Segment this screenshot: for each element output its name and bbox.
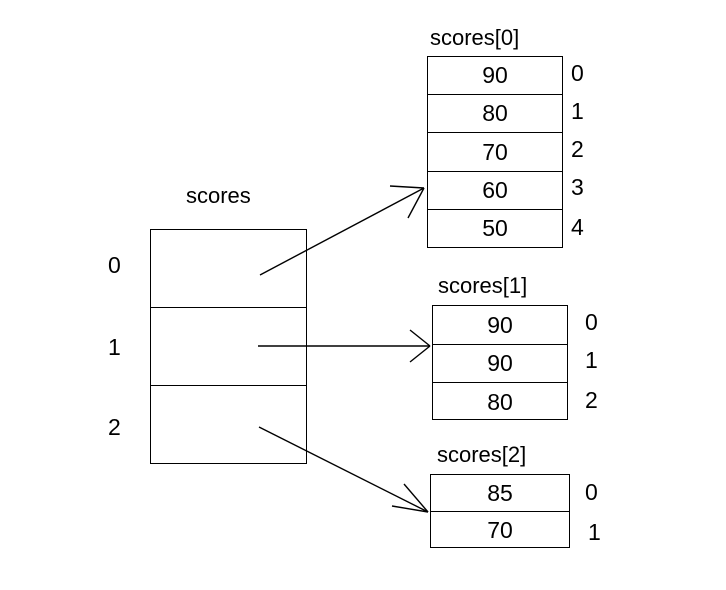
sub-array-0-index-3: 3 [571,174,584,200]
sub-array-0-cell-0[interactable]: 90 [428,57,562,95]
main-array-cell-2[interactable] [151,386,306,463]
sub-array-1-label: scores[1] [438,273,528,298]
main-array-index-1: 1 [108,334,121,360]
main-array-box [150,229,307,464]
sub-array-1-index-1: 1 [585,347,598,373]
sub-array-0-cell-2[interactable]: 70 [428,133,562,172]
sub-array-0-index-0: 0 [571,60,584,86]
main-array-title: scores [186,183,251,208]
sub-array-1-cell-1[interactable]: 90 [433,345,567,383]
sub-array-0-cell-4[interactable]: 50 [482,215,508,241]
main-array-cell-0[interactable] [151,230,306,308]
sub-array-1-index-2: 2 [585,387,598,413]
sub-array-0-index-2: 2 [571,136,584,162]
sub-array-2-cell-0[interactable]: 85 [431,475,569,512]
sub-array-2-box: 85 70 [430,474,570,548]
sub-array-0-box: 90 80 70 60 50 [427,56,563,248]
sub-array-2-cell-1[interactable]: 70 [487,517,513,543]
sub-array-2-index-0: 0 [585,479,598,505]
sub-array-2-label: scores[2] [437,442,527,467]
sub-array-1-cell-0[interactable]: 90 [433,306,567,345]
sub-array-0-cell-1[interactable]: 80 [428,95,562,133]
sub-array-0-index-4: 4 [571,214,584,240]
main-array-index-2: 2 [108,414,121,440]
sub-array-1-cell-2[interactable]: 80 [487,388,513,415]
main-array-cell-1[interactable] [151,308,306,386]
sub-array-0-index-1: 1 [571,98,584,124]
main-array-index-0: 0 [108,252,121,278]
sub-array-0-cell-3[interactable]: 60 [428,172,562,210]
sub-array-2-index-1: 1 [588,519,601,545]
sub-array-1-box: 90 90 80 [432,305,568,420]
sub-array-1-index-0: 0 [585,309,598,335]
sub-array-0-label: scores[0] [430,25,520,50]
